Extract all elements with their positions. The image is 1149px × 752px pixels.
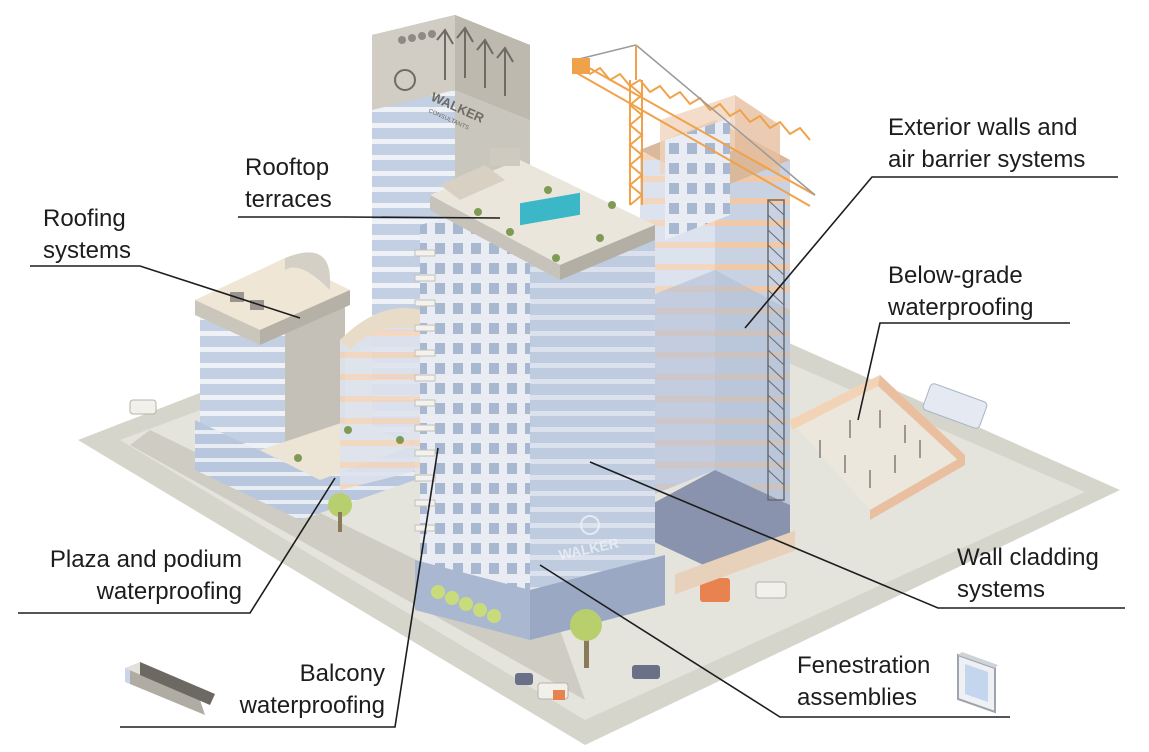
leader-roofing-systems [30,265,301,319]
plaza-podium [195,308,420,532]
rooftop-pool [520,192,580,226]
main-tower: WALKER [414,148,665,640]
left-office-building [195,252,350,470]
balcony-detail-icon [125,662,215,715]
leader-plaza-podium [18,477,336,614]
street-band [130,430,585,700]
walker-logo-icon [580,515,600,535]
excavation-pit [790,375,965,520]
fenestration-window-icon [957,652,998,714]
leader-lines [18,176,1125,728]
leader-rooftop-terraces [238,216,501,219]
leader-fenestration [539,564,1010,718]
construction-tower [640,95,790,575]
leader-wall-cladding [589,461,1125,609]
walker-logo-icon [394,69,416,91]
street-tree [570,609,602,668]
vehicles [129,383,988,700]
tower-crane [572,44,816,207]
leader-exterior-walls [744,176,1118,329]
leader-below-grade [857,322,1070,421]
plaza-tree-icon [328,493,352,517]
leader-balcony [120,447,439,728]
